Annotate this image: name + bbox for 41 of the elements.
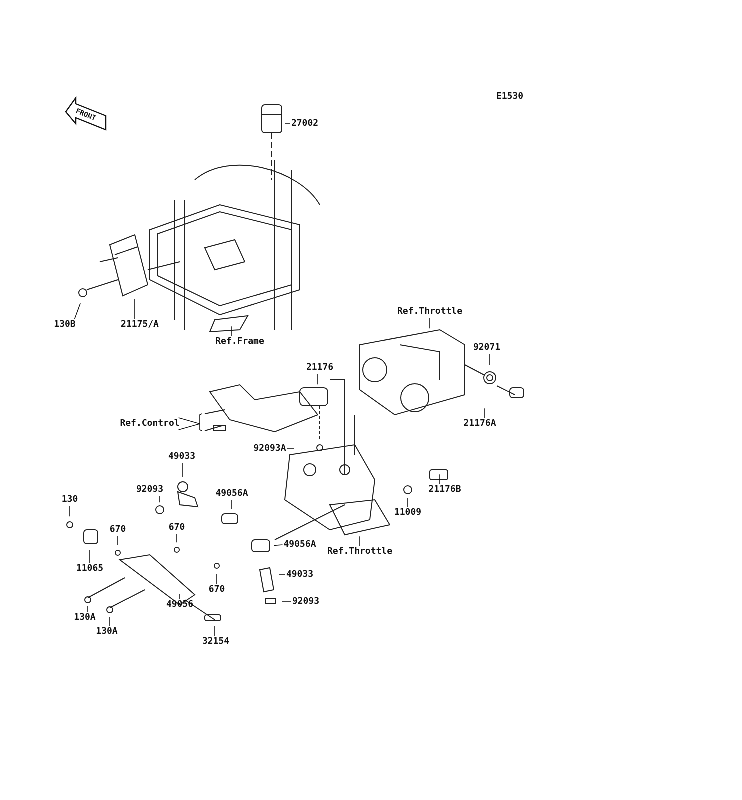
- callout-number: 49056: [165, 599, 195, 611]
- callout-number: 21176B: [428, 484, 462, 496]
- leader-line: [286, 448, 295, 450]
- callout-number: 130B: [53, 319, 77, 331]
- callout-number: 670: [108, 524, 128, 536]
- callout-number: 49033: [167, 451, 197, 463]
- leader-line: [274, 544, 284, 546]
- diagram-code: E1530: [495, 91, 525, 103]
- leader-line: [214, 626, 216, 636]
- callout-number: 21175/A: [120, 319, 160, 331]
- leader-line: [134, 298, 136, 320]
- leader-line: [216, 574, 218, 584]
- callout-number: 130A: [95, 626, 119, 638]
- callout-number: 11009: [393, 507, 423, 519]
- callout-number: Ref.Throttle: [396, 306, 464, 318]
- callout-number: Ref.Frame: [214, 336, 266, 348]
- callout-number: Ref.Throttle: [326, 546, 394, 558]
- callout-number: 92071: [472, 342, 502, 354]
- callout-number: 32154: [201, 636, 231, 648]
- leader-line: [176, 534, 178, 544]
- callout-number: 670: [168, 522, 186, 534]
- callout-number: 130A: [73, 612, 97, 624]
- callout-number: 11065: [75, 563, 105, 575]
- callout-number: 670: [208, 584, 226, 596]
- callout-number: 27002: [290, 118, 320, 130]
- callout-number: 49056A: [214, 488, 250, 500]
- callout-number: Ref.Control: [119, 418, 181, 430]
- callout-number: 49056A: [282, 539, 318, 551]
- callout-number: 92093A: [252, 443, 288, 455]
- leader-line: [278, 574, 286, 576]
- callout-number: 92093: [291, 596, 321, 608]
- callout-number: 21176: [305, 362, 335, 374]
- leader-line: [74, 303, 81, 320]
- leader-line: [182, 462, 184, 478]
- leader-line: [178, 423, 202, 432]
- callout-number: 92093: [135, 484, 165, 496]
- leader-line: [484, 408, 486, 418]
- callout-number: 49033: [285, 569, 315, 581]
- callout-number: 130: [60, 494, 80, 506]
- leader-line: [178, 414, 202, 425]
- callout-number: 21176A: [462, 418, 498, 430]
